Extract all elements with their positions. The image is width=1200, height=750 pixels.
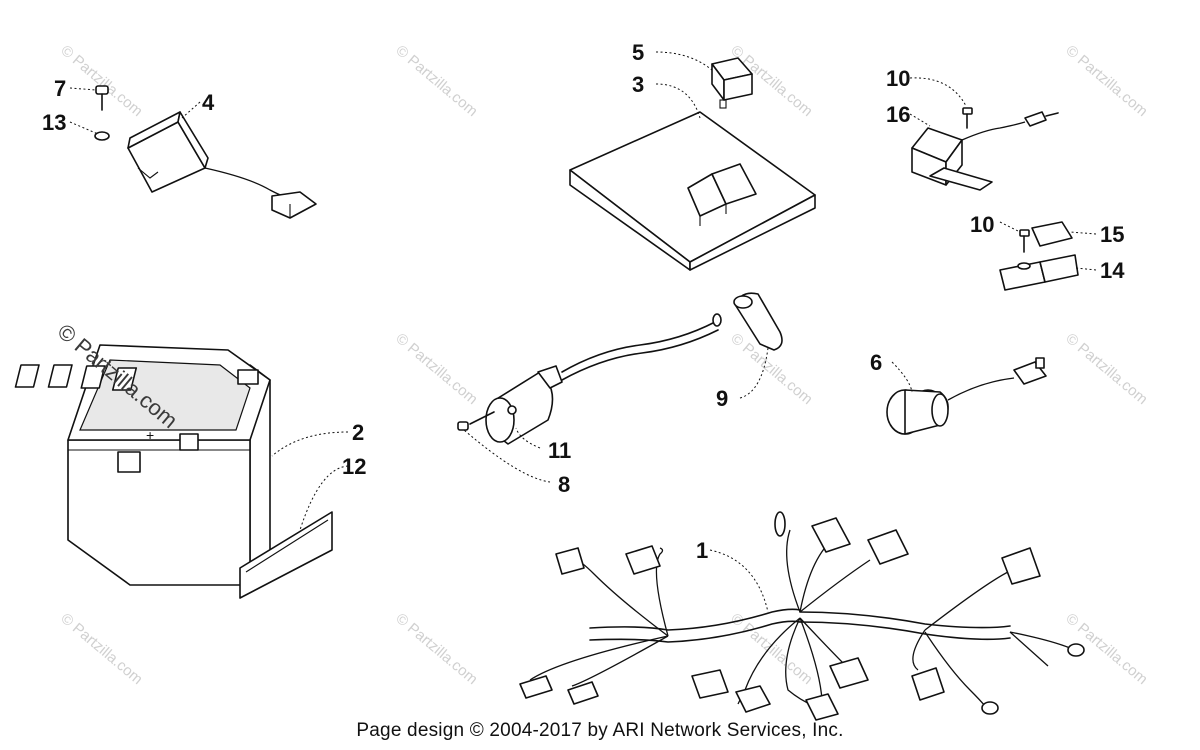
callout-2: 2	[352, 420, 364, 445]
callout-10: 10	[970, 212, 994, 237]
copyright-footer: Page design © 2004-2017 by ARI Network S…	[356, 720, 844, 741]
spark-plug-cap	[733, 292, 783, 351]
leader-lines	[69, 51, 1097, 613]
callout-6: 6	[870, 350, 882, 375]
watermark: © Partzilla.com	[392, 330, 480, 408]
callout-13: 13	[42, 110, 66, 135]
callout-7: 7	[54, 76, 66, 101]
watermark: © Partzilla.com	[1062, 42, 1150, 120]
callout-14: 14	[1100, 258, 1125, 283]
callout-5: 5	[632, 40, 644, 65]
callout-10: 10	[886, 66, 910, 91]
bracket-and-pad	[999, 221, 1079, 291]
watermark: © Partzilla.com	[57, 610, 145, 688]
callout-labels: 7 13 4 5 3 10 16 10 15 14 6 9 11 8 2 12 …	[42, 40, 1125, 563]
ignition-coil	[485, 313, 722, 445]
callout-11: 11	[548, 438, 571, 463]
callout-1: 1	[696, 538, 708, 563]
callout-16: 16	[886, 102, 910, 127]
relay-top	[711, 57, 753, 109]
watermark: © Partzilla.com	[392, 610, 480, 688]
battery-label	[239, 511, 333, 599]
control-module	[569, 111, 816, 271]
callout-8: 8	[558, 472, 570, 497]
screw-and-washer	[94, 85, 110, 141]
battery: +	[14, 344, 271, 586]
svg-text:+: +	[146, 427, 154, 443]
callout-9: 9	[716, 386, 728, 411]
watermark: © Partzilla.com	[1062, 330, 1150, 408]
callout-4: 4	[202, 90, 215, 115]
cdi-unit	[127, 111, 317, 219]
relay-right	[911, 107, 1059, 191]
switch	[886, 357, 1047, 435]
wiring-harness	[519, 511, 1085, 721]
coil-screw	[457, 411, 495, 431]
callout-15: 15	[1100, 222, 1124, 247]
callout-3: 3	[632, 72, 644, 97]
callout-12: 12	[342, 454, 366, 479]
watermark: © Partzilla.com	[392, 42, 480, 120]
